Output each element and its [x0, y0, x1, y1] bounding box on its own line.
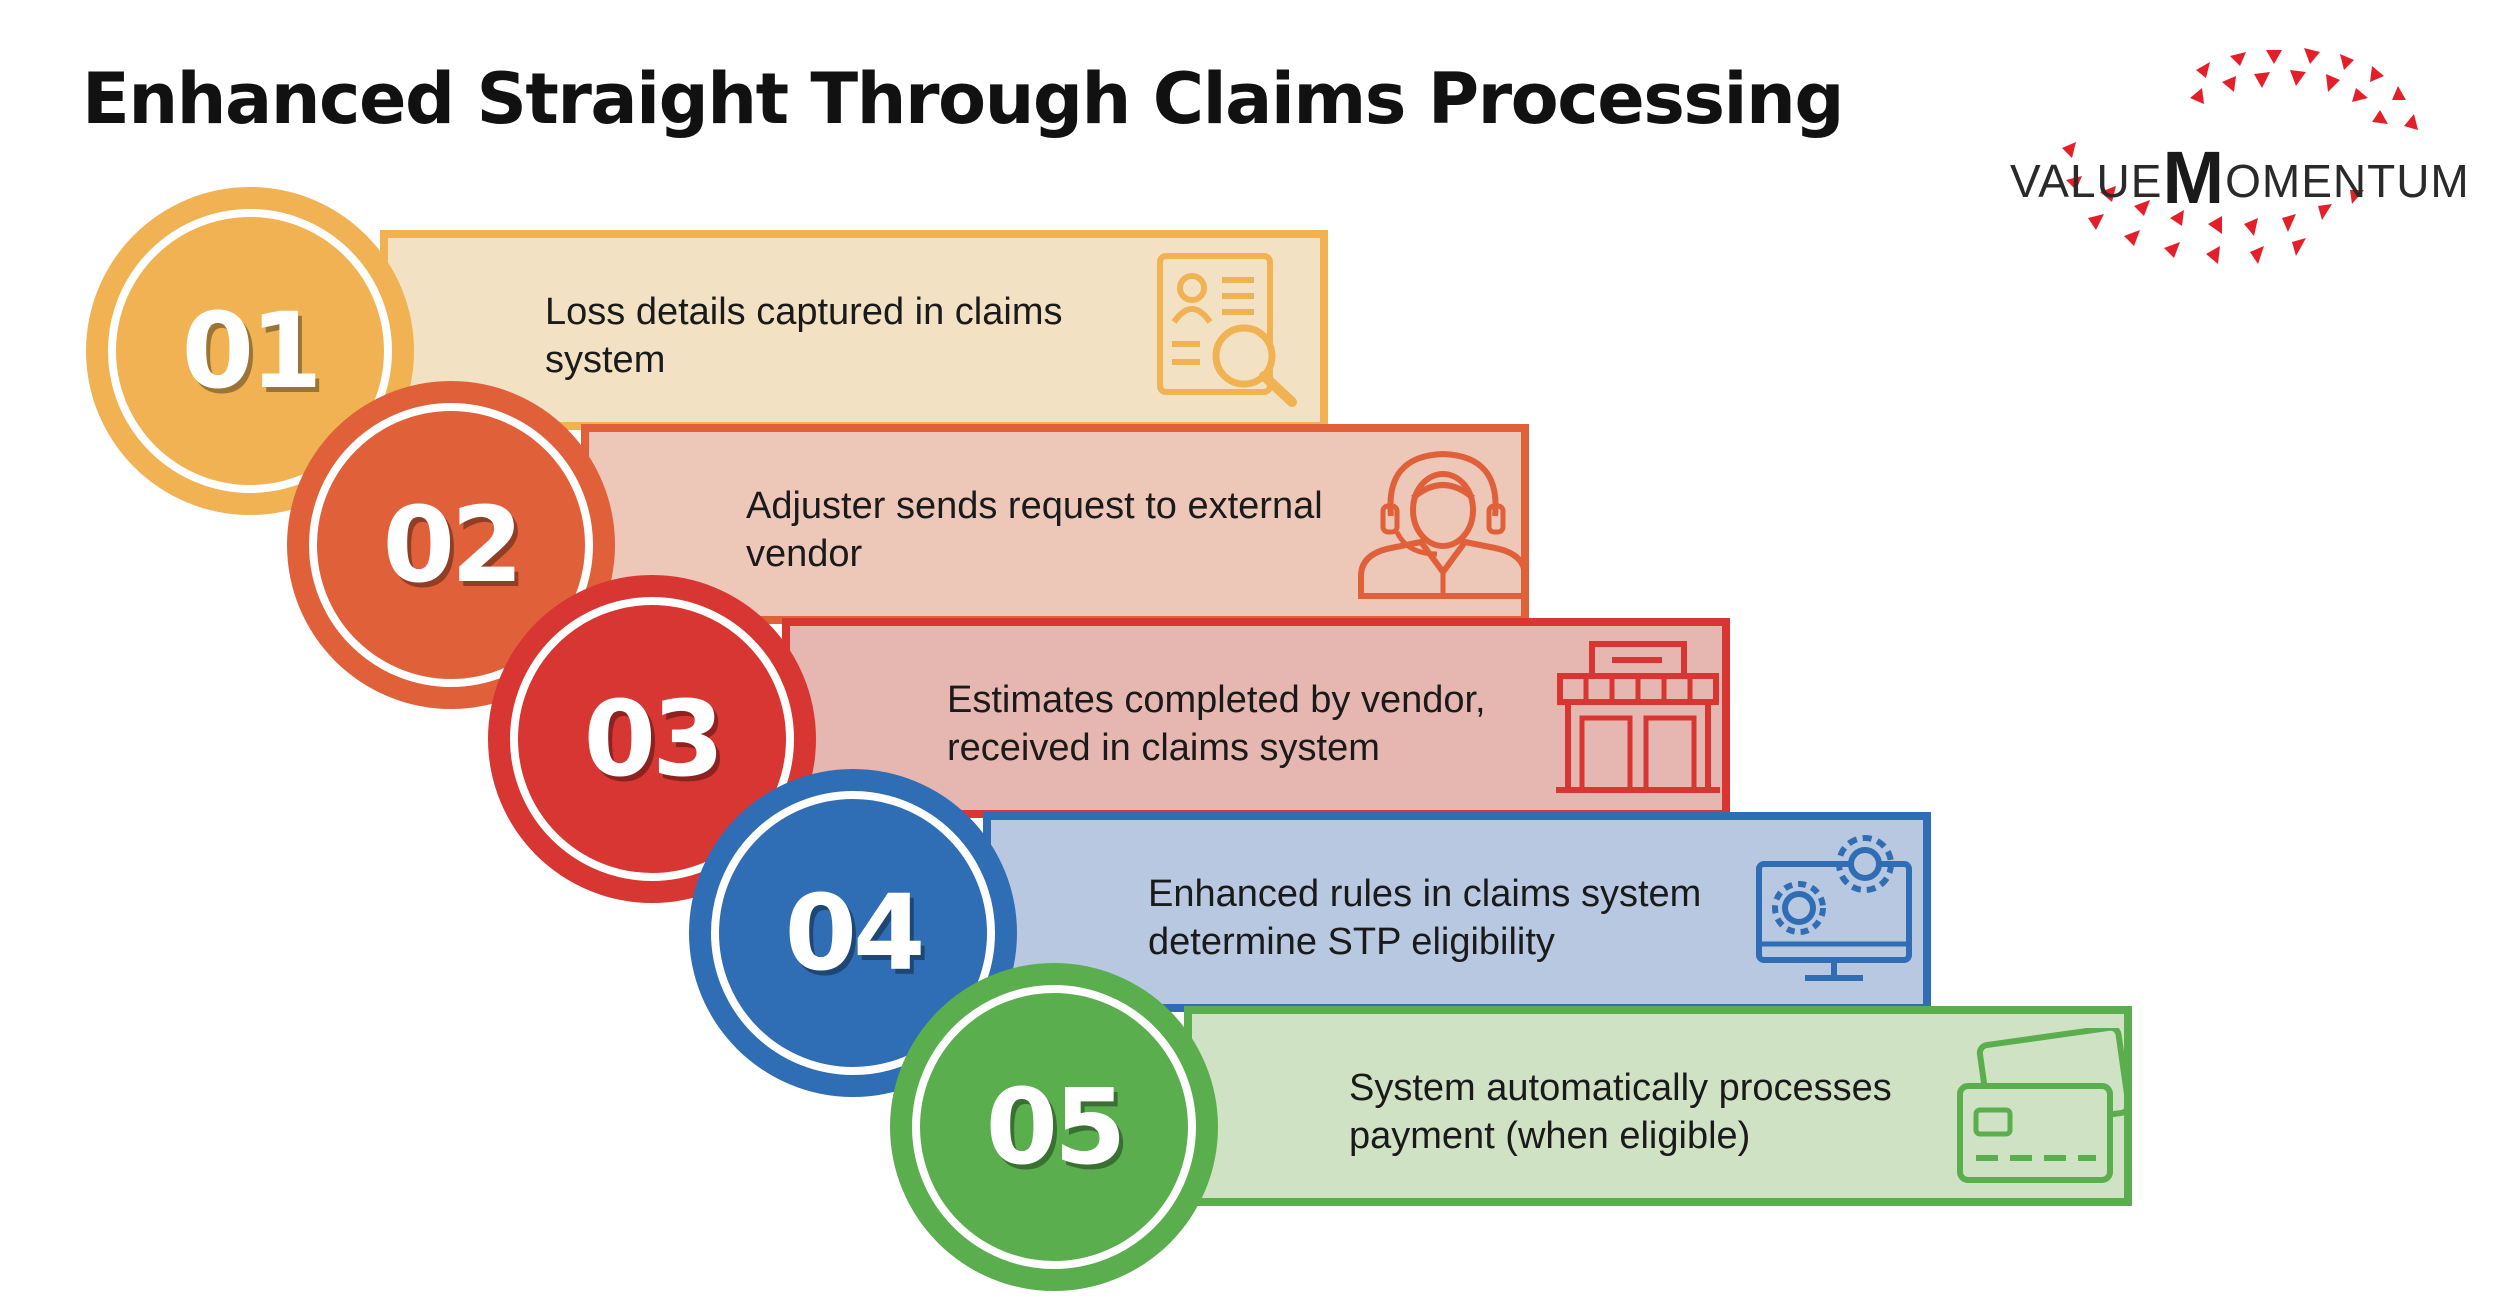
- logo-triangles-graphic: [2062, 48, 2418, 264]
- step-03-circle-ring: [510, 597, 794, 881]
- valuemomentum-logo: VALUEMOMENTUM: [2000, 40, 2480, 280]
- step-01-circle-ring: [108, 209, 392, 493]
- step-01-text: Loss details captured in claims system: [545, 291, 1063, 381]
- step-02-circle: 02: [287, 381, 615, 709]
- page-title: Enhanced Straight Through Claims Process…: [82, 58, 1844, 140]
- step-03-number: 03: [583, 678, 725, 800]
- headset-agent-icon: [1358, 450, 1523, 599]
- step-05-number: 05: [985, 1066, 1127, 1188]
- logo-letter-m: M: [2162, 136, 2226, 219]
- logo-word-omentum: OMENTUM: [2225, 155, 2470, 207]
- credit-cards-icon: [1957, 1028, 2126, 1183]
- step-04-circle: 04: [689, 769, 1017, 1097]
- monitor-gears-icon: [1756, 835, 1912, 981]
- step-01-bar: [380, 230, 1328, 430]
- step-04-circle-ring: [711, 791, 995, 1075]
- repair-shop-icon: [1556, 641, 1720, 793]
- document-search-icon: [1157, 253, 1297, 407]
- step-04-text: Enhanced rules in claims system determin…: [1148, 873, 1702, 963]
- step-05-circle-ring: [912, 985, 1196, 1269]
- step-02-circle-ring: [309, 403, 593, 687]
- step-03-text: Estimates completed by vendor, received …: [947, 679, 1486, 769]
- logo-wordmark: VALUEMOMENTUM: [2010, 135, 2470, 220]
- step-02-text: Adjuster sends request to external vendo…: [746, 485, 1323, 575]
- step-01-number: 01: [181, 290, 323, 412]
- step-02-bar: [581, 424, 1529, 624]
- logo-word-value: VALUE: [2010, 155, 2163, 207]
- step-05-circle: 05: [890, 963, 1218, 1291]
- step-05-text: System automatically processes payment (…: [1349, 1067, 1892, 1157]
- step-02-number: 02: [382, 484, 524, 606]
- step-04-number: 04: [784, 872, 926, 994]
